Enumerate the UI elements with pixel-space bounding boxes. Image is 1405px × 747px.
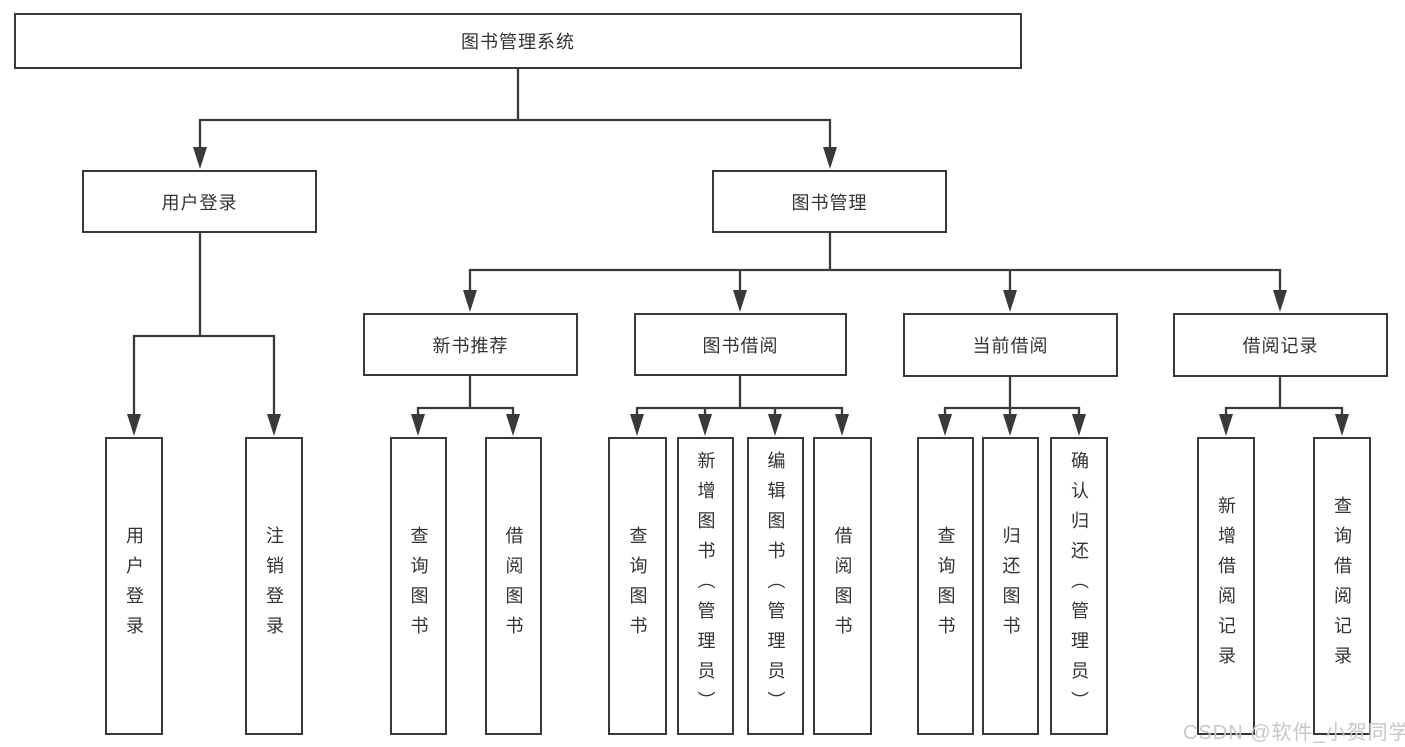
leaf-query-books-current: 查询图书 — [917, 437, 974, 735]
node-user-login: 用户登录 — [82, 170, 317, 233]
leaf-borrow-books-borrowing: 借阅图书 — [813, 437, 872, 735]
node-book-borrowing: 图书借阅 — [634, 313, 847, 376]
leaf-borrow-books-recommend: 借阅图书 — [485, 437, 542, 735]
leaf-query-borrow-record: 查询借阅记录 — [1313, 437, 1371, 735]
leaf-return-books: 归还图书 — [982, 437, 1039, 735]
leaf-edit-books-admin: 编辑图书（管理员） — [747, 437, 804, 735]
node-library-management-system: 图书管理系统 — [14, 13, 1022, 69]
leaf-logout: 注销登录 — [245, 437, 303, 735]
csdn-watermark: CSDN @软件_小贺同学 — [1183, 722, 1405, 744]
node-new-book-recommend: 新书推荐 — [363, 313, 578, 376]
leaf-confirm-return-admin: 确认归还（管理员） — [1050, 437, 1108, 735]
leaf-query-books-recommend: 查询图书 — [390, 437, 447, 735]
node-borrowing-records: 借阅记录 — [1173, 313, 1388, 377]
leaf-user-login: 用户登录 — [105, 437, 163, 735]
leaf-add-borrow-record: 新增借阅记录 — [1197, 437, 1255, 735]
node-book-management: 图书管理 — [712, 170, 947, 233]
leaf-add-books-admin: 新增图书（管理员） — [677, 437, 734, 735]
leaf-query-books-borrowing: 查询图书 — [608, 437, 667, 735]
node-current-borrowing: 当前借阅 — [903, 313, 1118, 377]
